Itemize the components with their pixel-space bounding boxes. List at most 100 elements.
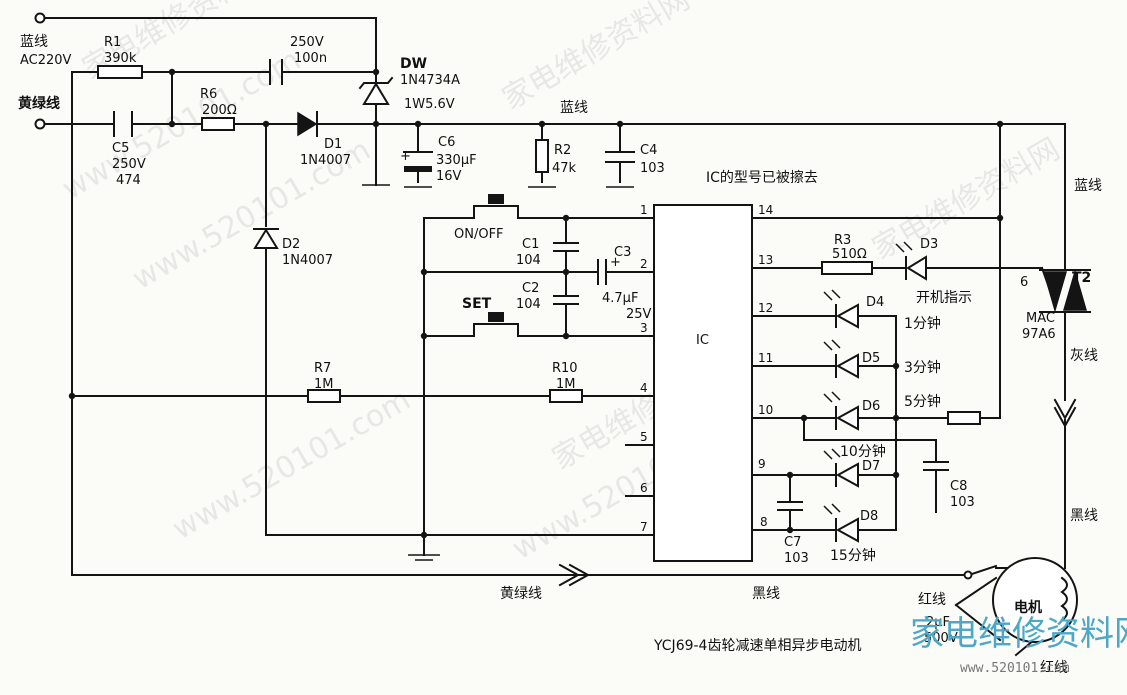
label-indicator: 开机指示 bbox=[916, 290, 972, 306]
label-r2: R2 bbox=[554, 143, 571, 158]
capacitor-c6: + bbox=[400, 149, 433, 172]
capacitor-top bbox=[269, 59, 283, 85]
label-c6-value: 330μF bbox=[436, 153, 477, 168]
resistor-r3 bbox=[821, 261, 873, 275]
label-red-left: 红线 bbox=[918, 592, 946, 608]
wires bbox=[41, 17, 1066, 657]
ic-pin-left: 3 bbox=[640, 321, 648, 335]
label-r1: R1 bbox=[104, 35, 121, 50]
label-r10: R10 bbox=[552, 361, 578, 376]
ic-pin-right: 11 bbox=[758, 351, 773, 365]
ic-pin-numbers: 1 2 3 4 5 6 7 14 13 12 11 10 9 8 bbox=[640, 203, 773, 534]
watermark-text: 家电维修资料网 bbox=[867, 132, 1066, 267]
ic-pin-right: 13 bbox=[758, 253, 773, 267]
label-d7-time: 10分钟 bbox=[840, 443, 886, 460]
resistor-r6 bbox=[201, 117, 235, 131]
label-ac220: AC220V bbox=[20, 53, 72, 68]
watermark-text: www.520101.com bbox=[167, 382, 417, 547]
label-yellow-green-bottom: 黄绿线 bbox=[500, 585, 542, 602]
capacitor-c3: + bbox=[597, 255, 621, 285]
label-t2: T2 bbox=[1072, 270, 1091, 286]
label-r7: R7 bbox=[314, 361, 331, 376]
watermark-layer: 家电维修资料网 家电维修资料网 www.520101.com www.52010… bbox=[57, 0, 1066, 567]
terminal-yellow-green bbox=[34, 118, 46, 130]
resistor-timer bbox=[947, 411, 981, 425]
led-d8 bbox=[823, 503, 859, 543]
label-dw-part: 1N4734A bbox=[400, 73, 460, 88]
label-d7: D7 bbox=[862, 459, 880, 474]
resistor-r1 bbox=[97, 65, 143, 79]
label-d4-time: 1分钟 bbox=[904, 315, 941, 332]
label-c4-value: 103 bbox=[640, 161, 665, 176]
label-blue-right: 蓝线 bbox=[1074, 178, 1102, 194]
label-t2-part1: MAC bbox=[1026, 311, 1055, 326]
label-ic: IC bbox=[696, 333, 709, 348]
label-c1-value: 104 bbox=[516, 253, 541, 268]
label-c3: C3 bbox=[614, 245, 631, 260]
label-c5: C5 bbox=[112, 141, 129, 156]
switch-set bbox=[473, 312, 519, 337]
label-yellow-green: 黄绿线 bbox=[18, 95, 60, 112]
diode-d2 bbox=[253, 228, 279, 249]
watermark-text: 家电维修资料网 bbox=[497, 0, 696, 117]
svg-text:+: + bbox=[610, 255, 621, 270]
capacitor-c1 bbox=[553, 242, 579, 252]
motor-switch bbox=[963, 564, 998, 580]
label-motor: 电机 bbox=[1014, 599, 1042, 616]
label-black-right: 黑线 bbox=[1070, 508, 1098, 524]
label-cap-top-value: 100n bbox=[294, 51, 327, 66]
label-r3: R3 bbox=[834, 233, 851, 248]
capacitor-c2 bbox=[553, 295, 579, 305]
ic-pin-right: 10 bbox=[758, 403, 773, 417]
label-c2-value: 104 bbox=[516, 297, 541, 312]
label-c6: C6 bbox=[438, 135, 455, 150]
led-d5 bbox=[823, 339, 859, 379]
label-grey: 灰线 bbox=[1070, 348, 1098, 364]
label-d8: D8 bbox=[860, 509, 878, 524]
label-r2-value: 47k bbox=[552, 161, 577, 176]
ic-pin-left: 4 bbox=[640, 381, 648, 395]
ic-chip bbox=[653, 204, 753, 562]
label-c7-value: 103 bbox=[784, 551, 809, 566]
resistor-r7 bbox=[307, 389, 341, 403]
label-blue-mid: 蓝线 bbox=[560, 100, 588, 116]
label-d5-time: 3分钟 bbox=[904, 359, 941, 376]
label-r1-value: 390k bbox=[104, 51, 137, 66]
label-d2-part: 1N4007 bbox=[282, 253, 333, 268]
label-c7: C7 bbox=[784, 535, 801, 550]
label-d4: D4 bbox=[866, 295, 884, 310]
label-ic-note: IC的型号已被擦去 bbox=[706, 169, 818, 186]
site-logo: 家电维修资料网 www.520101.com bbox=[910, 614, 1127, 676]
label-c8-value: 103 bbox=[950, 495, 975, 510]
label-r6-value: 200Ω bbox=[202, 103, 237, 118]
label-on-off: ON/OFF bbox=[454, 227, 504, 242]
label-d1: D1 bbox=[324, 137, 342, 152]
zener-dw bbox=[358, 76, 394, 105]
ic-pin-left: 6 bbox=[640, 481, 648, 495]
led-d4 bbox=[823, 289, 859, 329]
label-motor-cap-value: 2μF bbox=[926, 615, 950, 630]
ic-pin-right: 14 bbox=[758, 203, 773, 217]
led-d3 bbox=[895, 241, 927, 281]
label-d6: D6 bbox=[862, 399, 880, 414]
label-cap-top-rating: 250V bbox=[290, 35, 324, 50]
label-red-bottom: 红线 bbox=[1040, 660, 1068, 676]
ic-pin-left: 1 bbox=[640, 203, 648, 217]
label-c6-rating: 16V bbox=[436, 169, 462, 184]
label-r3-value: 510Ω bbox=[832, 247, 867, 262]
label-r7-value: 1M bbox=[314, 377, 334, 392]
label-c1: C1 bbox=[522, 237, 539, 252]
capacitor-c8 bbox=[923, 461, 949, 471]
caption: YCJ69-4齿轮减速单相异步电动机 bbox=[653, 638, 861, 654]
label-dw-rating: 1W5.6V bbox=[404, 97, 455, 112]
label-c2: C2 bbox=[522, 281, 539, 296]
motor-coil bbox=[1060, 576, 1068, 622]
ic-pin-right: 9 bbox=[758, 457, 766, 471]
ic-pin-left: 7 bbox=[640, 520, 648, 534]
label-motor-cap-rating: 500V bbox=[924, 631, 958, 646]
label-d8-time: 15分钟 bbox=[830, 547, 876, 564]
resistor-r2 bbox=[535, 139, 549, 173]
label-black-bottom: 黑线 bbox=[752, 586, 780, 602]
label-c5-rating: 250V bbox=[112, 157, 146, 172]
